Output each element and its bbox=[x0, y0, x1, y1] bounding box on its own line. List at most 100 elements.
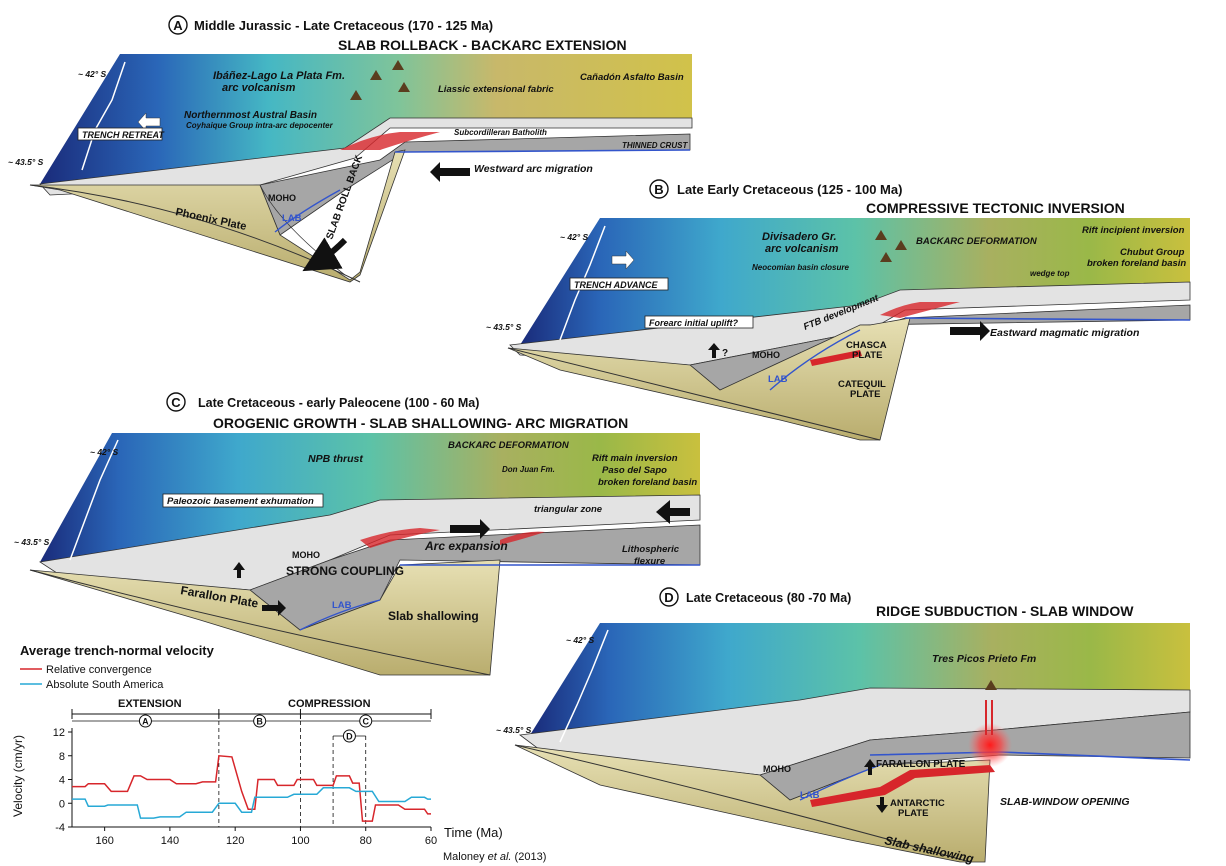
panel-c-paso-2: broken foreland basin bbox=[598, 477, 697, 488]
panel-b-topography bbox=[520, 218, 1190, 345]
x-tick-label: 120 bbox=[226, 835, 244, 847]
panel-b-arc-label: Divisadero Gr. bbox=[762, 231, 837, 243]
panel-b-arc-label-2: arc volcanism bbox=[765, 243, 839, 255]
panel-c-uplift-arrow-icon bbox=[233, 562, 245, 578]
panel-c-moho: MOHO bbox=[292, 550, 320, 560]
phase-c-circle bbox=[359, 714, 373, 728]
panel-a-badge bbox=[168, 15, 188, 35]
panel-b-question: ? bbox=[722, 348, 728, 359]
panel-a-arc-label-2: arc volcanism bbox=[222, 82, 296, 94]
panel-d-up-arrow-icon bbox=[864, 759, 876, 775]
panel-d-tres: Tres Picos Prieto Fm bbox=[932, 653, 1036, 665]
panel-a-title: Middle Jurassic - Late Cretaceous (170 -… bbox=[194, 18, 493, 33]
velocity-chart: Average trench-normal velocity Relative … bbox=[11, 643, 546, 863]
phase-a-circle bbox=[138, 714, 152, 728]
westward-arrow-icon bbox=[430, 162, 470, 182]
trench-advance-arrow-icon bbox=[611, 250, 635, 270]
panel-a-austral: Northernmost Austral Basin bbox=[184, 110, 317, 121]
y-tick-label: 12 bbox=[53, 727, 65, 739]
panel-c-rift: Rift main inversion bbox=[592, 453, 678, 464]
series-relative-convergence bbox=[72, 754, 431, 822]
series-absolute-south-america bbox=[72, 787, 431, 819]
chart-xlabel: Time (Ma) bbox=[444, 825, 503, 840]
eastward-arrow-icon bbox=[950, 321, 990, 341]
x-tick-label: 100 bbox=[291, 835, 309, 847]
panel-c-title: Late Cretaceous - early Paleocene (100 -… bbox=[198, 396, 479, 410]
panel-a-topography bbox=[40, 54, 692, 184]
panel-b-chubut-2: broken foreland basin bbox=[1087, 258, 1186, 269]
legend-blue-label: Absolute South America bbox=[46, 679, 164, 691]
panel-d-lab: LAB bbox=[800, 790, 820, 801]
phase-compression-label: COMPRESSION bbox=[288, 698, 371, 710]
panel-c: C Late Cretaceous - early Paleocene (100… bbox=[14, 392, 701, 676]
panel-a-lab-line bbox=[395, 149, 691, 153]
panel-d-farallon: FARALLON PLATE bbox=[876, 759, 966, 770]
panel-a-trench: TRENCH RETREAT bbox=[82, 130, 165, 140]
panel-c-push-arrow-icon bbox=[656, 500, 690, 524]
panel-b-lat-top: ~ 42° S bbox=[560, 232, 589, 242]
panel-b-title: Late Early Cretaceous (125 - 100 Ma) bbox=[677, 182, 902, 197]
panel-d-title: Late Cretaceous (80 -70 Ma) bbox=[686, 591, 851, 605]
panel-a-lat-top: ~ 42° S bbox=[78, 69, 107, 79]
x-tick-label: 160 bbox=[95, 835, 113, 847]
trench-retreat-arrow-icon bbox=[137, 112, 161, 132]
panel-b-catequil-2: PLATE bbox=[850, 389, 880, 400]
panel-c-badge bbox=[166, 392, 186, 412]
y-tick-label: 8 bbox=[59, 751, 65, 763]
panel-d-topography bbox=[530, 623, 1190, 735]
chart-title: Average trench-normal velocity bbox=[20, 643, 215, 658]
panel-c-plate-arrow-icon bbox=[262, 600, 286, 616]
y-tick-label: 4 bbox=[59, 775, 65, 787]
panel-b-badge bbox=[649, 179, 669, 199]
rollback-arrow-icon bbox=[302, 237, 348, 272]
x-tick-label: 140 bbox=[161, 835, 179, 847]
panel-c-arc-expansion: Arc expansion bbox=[424, 539, 508, 553]
phase-a-tag: A bbox=[142, 717, 149, 727]
panel-a-arc-label: Ibáñez-Lago La Plata Fm. bbox=[213, 70, 345, 82]
panel-c-lat-top: ~ 42° S bbox=[90, 447, 119, 457]
panel-a-subtitle: SLAB ROLLBACK - BACKARC EXTENSION bbox=[338, 37, 627, 53]
panel-a-batholith: Subcordilleran Batholith bbox=[454, 128, 547, 137]
panel-b-chasca-2: PLATE bbox=[852, 350, 882, 361]
panel-b-forearc: Forearc initial uplift? bbox=[649, 318, 739, 328]
panel-c-coupling: STRONG COUPLING bbox=[286, 564, 404, 578]
panel-c-triangular: triangular zone bbox=[534, 504, 603, 515]
panel-b-lat-bottom: ~ 43.5° S bbox=[486, 322, 522, 332]
chart-ylabel: Velocity (cm/yr) bbox=[11, 735, 25, 817]
panel-b-moho: MOHO bbox=[752, 350, 780, 360]
phase-d-circle bbox=[342, 729, 356, 743]
panel-a-thinned: THINNED CRUST bbox=[622, 141, 688, 150]
panel-c-lat-bottom: ~ 43.5° S bbox=[14, 537, 50, 547]
panel-a-letter: A bbox=[173, 18, 183, 33]
panel-c-subtitle: OROGENIC GROWTH - SLAB SHALLOWING- ARC M… bbox=[213, 415, 628, 431]
phase-d-tag: D bbox=[346, 732, 353, 742]
panel-d-window: SLAB-WINDOW OPENING bbox=[1000, 796, 1130, 808]
panel-a-coyhaique: Coyhaique Group intra-arc depocenter bbox=[186, 121, 334, 130]
panel-d-down-arrow-icon bbox=[876, 797, 888, 813]
panel-a: A Middle Jurassic - Late Cretaceous (170… bbox=[8, 15, 693, 283]
panel-c-litho: Lithospheric bbox=[622, 544, 680, 555]
panel-b-catequil: CATEQUIL bbox=[838, 379, 886, 390]
panel-b-rift: Rift incipient inversion bbox=[1082, 225, 1185, 236]
panel-b-letter: B bbox=[654, 182, 663, 197]
panel-a-lat-bottom: ~ 43.5° S bbox=[8, 157, 44, 167]
panel-a-canadon: Cañadón Asfalto Basin bbox=[580, 72, 684, 83]
panel-c-npb: NPB thrust bbox=[308, 453, 363, 465]
y-tick-label: -4 bbox=[55, 822, 65, 834]
panel-c-shallow: Slab shallowing bbox=[388, 609, 479, 623]
panel-b-wedge: wedge top bbox=[1030, 269, 1070, 278]
panel-b-chasca: CHASCA bbox=[846, 340, 887, 351]
arc-expansion-arrow-icon bbox=[450, 519, 490, 539]
panel-a-moho: MOHO bbox=[268, 193, 296, 203]
panel-c-donjuan: Don Juan Fm. bbox=[502, 465, 555, 474]
panel-d: D Late Cretaceous (80 -70 Ma) RIDGE SUBD… bbox=[496, 587, 1191, 866]
panel-a-lab: LAB bbox=[282, 213, 302, 224]
panel-d-subtitle: RIDGE SUBDUCTION - SLAB WINDOW bbox=[876, 603, 1134, 619]
phase-c-tag: C bbox=[362, 717, 369, 727]
slab-window-glow bbox=[968, 723, 1012, 767]
panel-b: B Late Early Cretaceous (125 - 100 Ma) C… bbox=[486, 179, 1191, 441]
x-tick-label: 60 bbox=[425, 835, 437, 847]
panel-d-lat-bottom: ~ 43.5° S bbox=[496, 725, 532, 735]
